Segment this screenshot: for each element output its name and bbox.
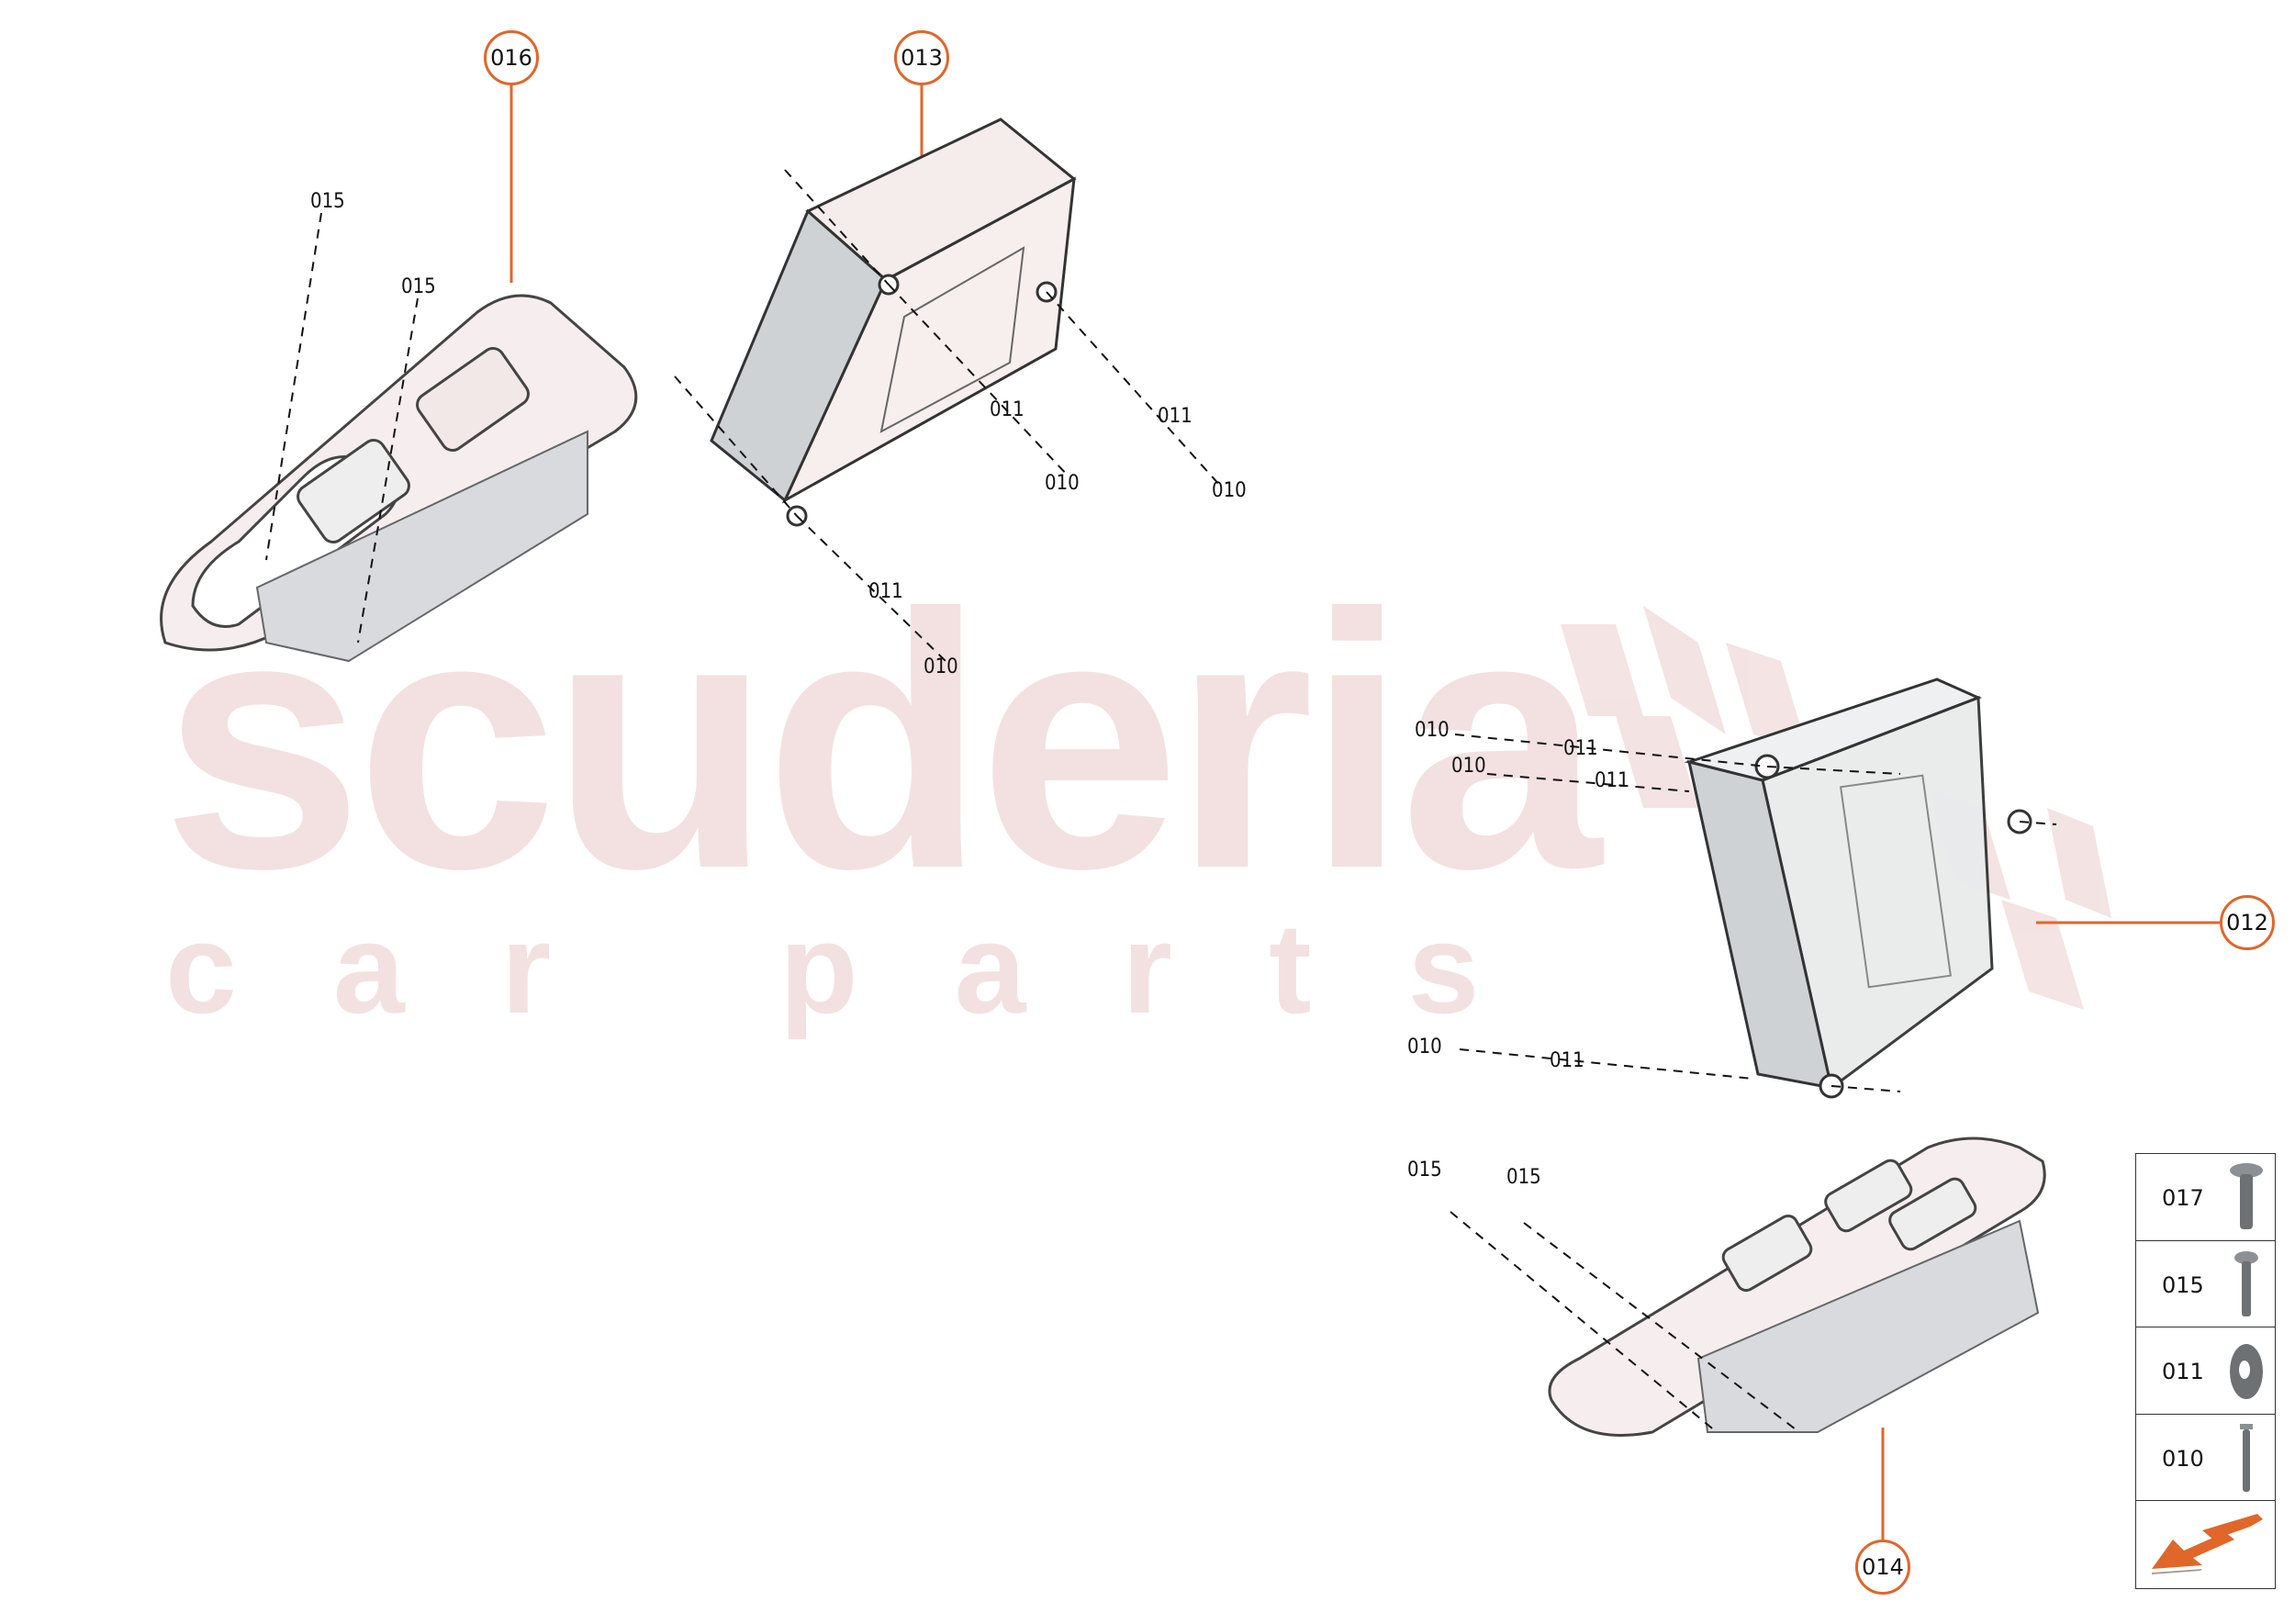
label-015: 015 xyxy=(310,190,345,213)
long-bolt-icon xyxy=(2240,1423,2253,1492)
label-010: 010 xyxy=(1415,719,1450,742)
part-012-control-module xyxy=(1684,678,2032,1099)
label-010: 010 xyxy=(1212,479,1247,502)
label-011: 011 xyxy=(1158,405,1192,428)
legend-part-number: 015 xyxy=(2162,1271,2204,1298)
label-015: 015 xyxy=(401,275,436,298)
label-011: 011 xyxy=(1595,769,1629,792)
screw-icon xyxy=(2234,1250,2258,1316)
watermark-car-parts: car parts xyxy=(165,896,1576,1040)
bolt-large-icon xyxy=(2230,1163,2263,1229)
label-011: 011 xyxy=(1550,1049,1584,1072)
callout-014[interactable]: 014 xyxy=(1855,1540,1910,1595)
legend-row-017[interactable]: 017 xyxy=(2136,1154,2275,1241)
label-010: 010 xyxy=(1407,1036,1442,1058)
washer-icon xyxy=(2230,1344,2263,1399)
label-011: 011 xyxy=(868,580,903,603)
legend-part-number: 017 xyxy=(2162,1185,2204,1211)
legend-row-015[interactable]: 015 xyxy=(2136,1241,2275,1327)
label-010: 010 xyxy=(1451,755,1486,778)
legend-row-010[interactable]: 010 xyxy=(2136,1415,2275,1501)
legend-part-number: 011 xyxy=(2162,1359,2204,1384)
callout-012[interactable]: 012 xyxy=(2220,895,2275,950)
part-014-window-switch xyxy=(1548,1137,2046,1437)
label-010: 010 xyxy=(1045,472,1080,495)
dashed-leaders xyxy=(265,169,2057,1433)
checkered-flag-watermark xyxy=(1561,606,2111,1010)
callout-013[interactable]: 013 xyxy=(894,30,949,85)
label-011: 011 xyxy=(990,398,1024,421)
label-015: 015 xyxy=(1407,1159,1442,1182)
label-015: 015 xyxy=(1506,1166,1541,1189)
fastener-legend: 017 015 011 010 xyxy=(2135,1153,2276,1589)
orange-arrow-icon[interactable] xyxy=(2147,1512,2265,1576)
callout-016[interactable]: 016 xyxy=(484,30,539,85)
legend-part-number: 010 xyxy=(2162,1445,2204,1472)
part-016-window-switch xyxy=(160,294,638,663)
legend-row-011[interactable]: 011 xyxy=(2136,1327,2275,1415)
part-013-control-module xyxy=(710,118,1077,527)
label-011: 011 xyxy=(1563,737,1598,760)
legend-nav-row[interactable] xyxy=(2136,1501,2275,1588)
label-010: 010 xyxy=(924,655,958,678)
